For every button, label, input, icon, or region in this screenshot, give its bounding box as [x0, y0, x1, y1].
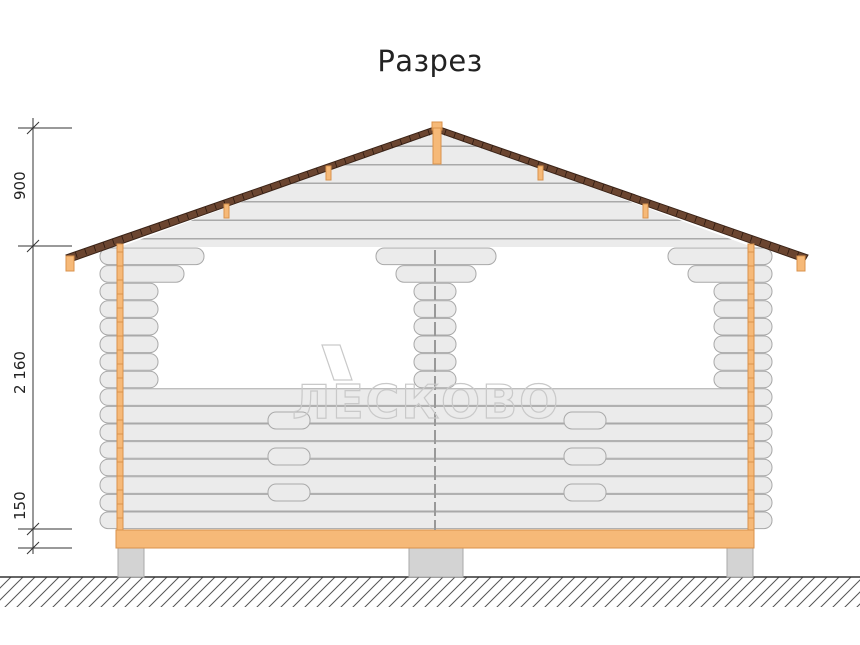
wall-log — [713, 317, 773, 336]
gable-log — [120, 238, 752, 247]
dimension-base-height: 150 — [11, 491, 29, 520]
wall-log — [667, 247, 773, 266]
log-end — [267, 411, 311, 430]
log-end — [563, 483, 607, 502]
gable-log — [120, 164, 752, 184]
dimension-wall-height: 2 160 — [11, 351, 29, 394]
wall-log — [99, 370, 159, 389]
gable-studs — [223, 127, 649, 219]
ground — [0, 576, 860, 607]
dimension-chain — [18, 118, 72, 555]
log-end — [563, 447, 607, 466]
wall-log — [99, 300, 159, 318]
wall-log — [99, 247, 205, 266]
log-end — [563, 411, 607, 430]
log-end — [267, 447, 311, 466]
corner-post — [116, 243, 124, 531]
foundation-piers — [117, 547, 754, 578]
wall-log — [713, 370, 773, 389]
wall-log — [99, 265, 185, 283]
wall-log — [99, 282, 159, 301]
log-end — [267, 483, 311, 502]
drawing-title: Разрез — [377, 44, 483, 78]
watermark: ЛЕСКОВО — [291, 344, 560, 430]
wall-log — [713, 282, 773, 301]
wall-log — [713, 353, 773, 371]
wall-log — [713, 335, 773, 354]
gable-log — [120, 183, 752, 202]
wall-log — [713, 300, 773, 318]
corner-posts — [116, 243, 755, 531]
gable-log — [120, 220, 752, 239]
sill-beam — [115, 529, 755, 549]
wall-log — [99, 317, 159, 336]
dimension-roof-height: 900 — [11, 171, 29, 200]
wall-log — [99, 335, 159, 354]
corner-post — [747, 243, 755, 531]
wall-log — [687, 265, 773, 283]
svg-text:ЛЕСКОВО: ЛЕСКОВО — [292, 375, 560, 429]
wall-log — [99, 353, 159, 371]
